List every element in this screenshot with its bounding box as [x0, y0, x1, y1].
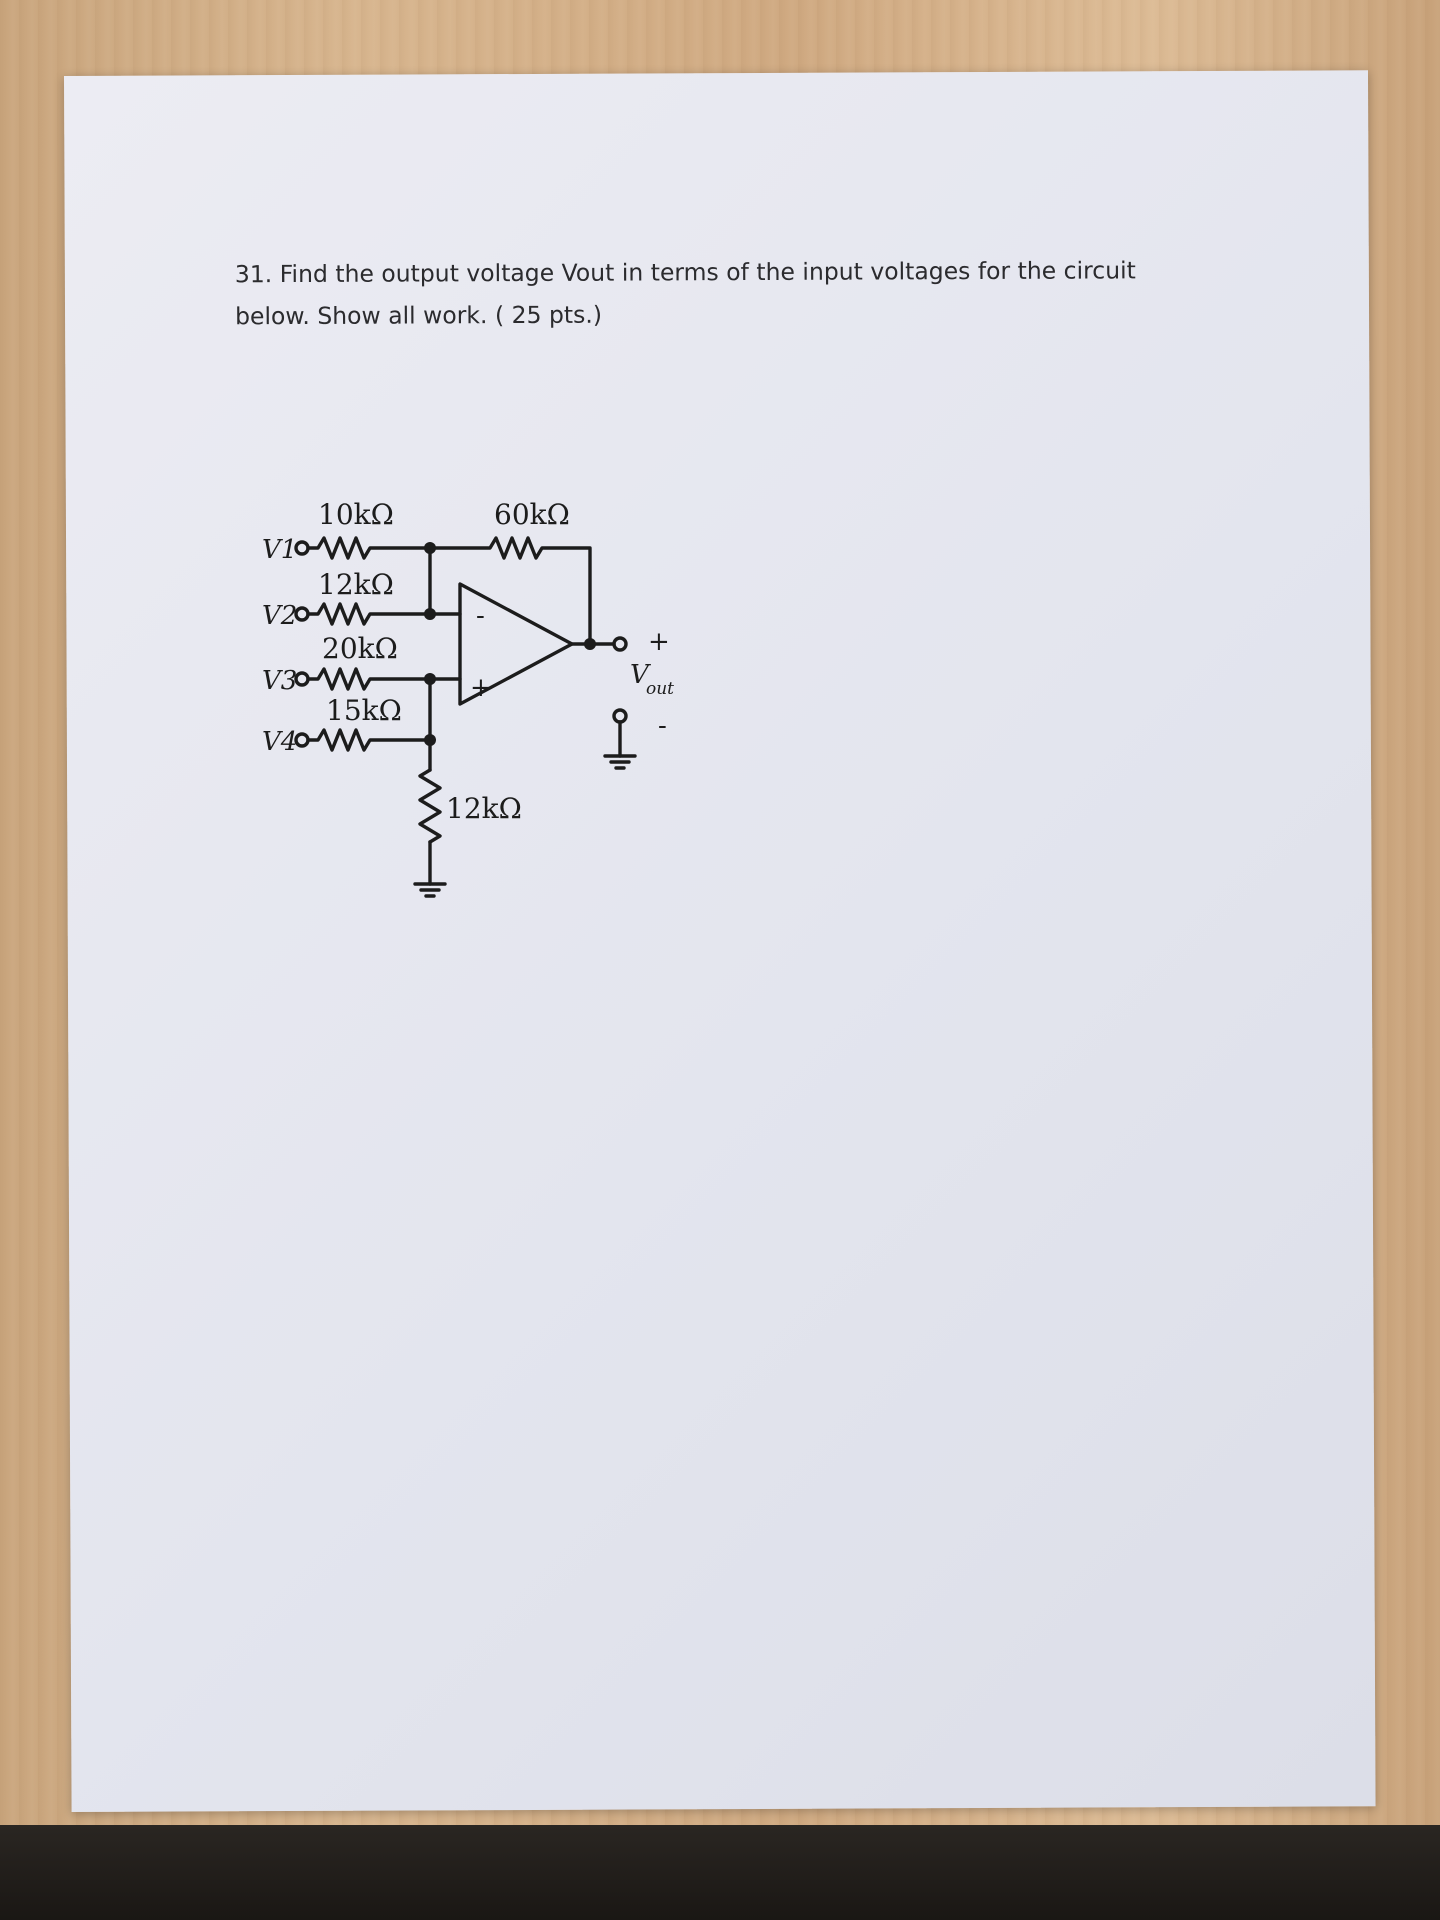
junction-dot-v4 [424, 734, 436, 746]
opamp-inverting-sign: - [476, 601, 485, 631]
vout-label-main: V [630, 660, 651, 690]
junction-dot-v2 [424, 608, 436, 620]
v4-terminal [294, 732, 310, 748]
resistor-r3 [306, 667, 432, 691]
label-r4: 15kΩ [326, 694, 402, 727]
label-rf: 60kΩ [494, 498, 570, 531]
resistor-rg [418, 768, 442, 844]
junction-dot-v3 [424, 673, 436, 685]
vout-minus-label: - [658, 711, 667, 741]
resistor-rf-feedback [428, 536, 592, 646]
resistor-r4 [306, 728, 432, 752]
label-v2: V2 [262, 601, 297, 631]
v3-terminal [294, 671, 310, 687]
label-r2: 12kΩ [318, 568, 394, 601]
vout-plus-label: + [648, 627, 670, 657]
v2-terminal [294, 606, 310, 622]
label-v3: V3 [262, 666, 297, 696]
label-v1: V1 [262, 535, 297, 565]
floor-shadow [0, 1825, 1440, 1920]
label-rg: 12kΩ [446, 792, 522, 825]
resistor-r2 [306, 602, 432, 626]
label-r1: 10kΩ [318, 498, 394, 531]
vout-minus-terminal [612, 708, 628, 724]
label-r3: 20kΩ [322, 632, 398, 665]
vout-label-subscript: out [646, 679, 674, 699]
vout-plus-terminal [612, 636, 628, 652]
junction-dot-output [584, 638, 596, 650]
opamp-noninverting-sign: + [470, 673, 492, 703]
resistor-r1 [306, 536, 432, 560]
junction-dot-v1 [424, 542, 436, 554]
v1-terminal [294, 540, 310, 556]
opamp-triangle [458, 582, 574, 706]
label-v4: V4 [262, 727, 297, 757]
